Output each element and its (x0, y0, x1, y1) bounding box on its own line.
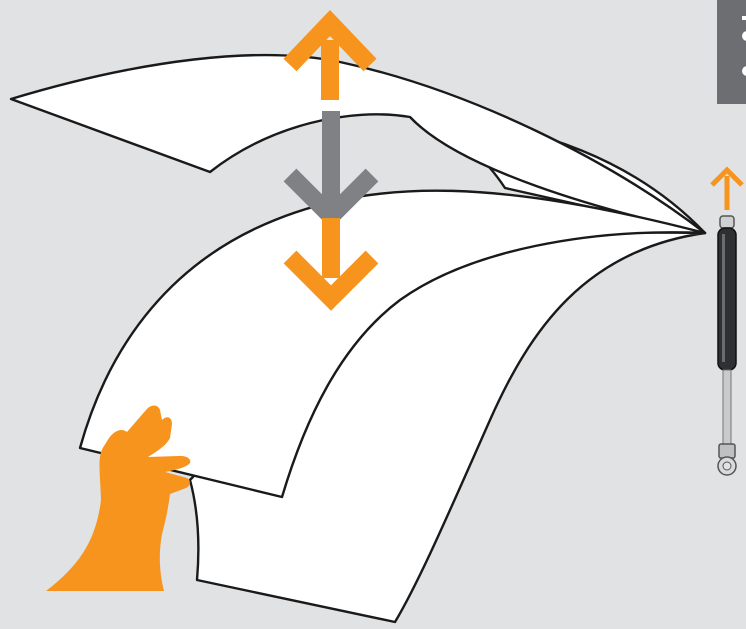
hand-icon (46, 405, 191, 591)
strut-up-arrow-icon (710, 166, 744, 210)
corner-panel (717, 0, 746, 104)
sheet-top (9, 53, 707, 235)
arrow-up-icon (283, 9, 377, 100)
arrow-down-orange-icon (283, 218, 379, 311)
sheet-front (78, 189, 707, 499)
arrow-down-icon (283, 111, 379, 229)
gas-spring-icon (717, 215, 737, 476)
